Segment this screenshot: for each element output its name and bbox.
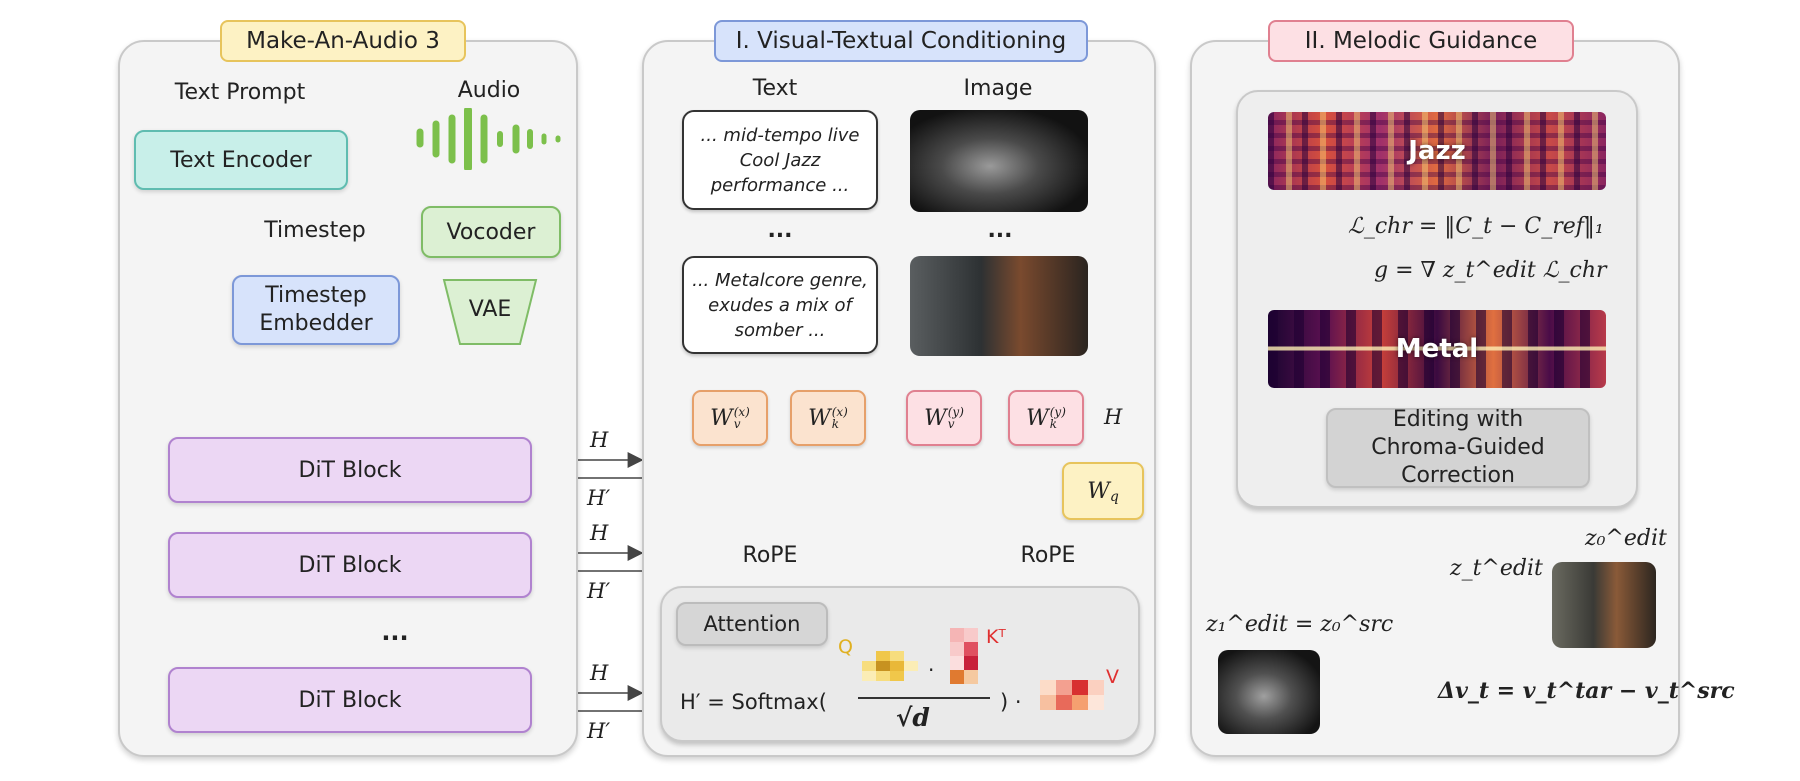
h-prime-label-2: H′ (587, 579, 611, 603)
q-matrix (862, 651, 918, 681)
prompt-metalcore: ... Metalcore genre, exudes a mix of som… (682, 256, 878, 354)
h-label-2: H (590, 521, 609, 545)
dit-block-2: DiT Block (168, 532, 532, 598)
v-matrix (1040, 680, 1104, 710)
h-prime-label-1: H′ (587, 486, 611, 510)
h-prime-label-3: H′ (587, 719, 611, 743)
panel-title-visual-textual: I. Visual-Textual Conditioning (714, 20, 1088, 62)
prompt-jazz: ... mid-tempo live Cool Jazz performance… (682, 110, 878, 210)
timestep-label: Timestep (264, 218, 366, 243)
dit-block-3: DiT Block (168, 667, 532, 733)
kt-matrix (950, 628, 978, 684)
text-header: Text (752, 76, 798, 101)
dit-ellipsis: ... (381, 618, 409, 646)
rope-label-right: RoPE (1020, 543, 1076, 568)
q-label: Q (838, 636, 853, 658)
audio-label: Audio (457, 78, 521, 103)
vae-shape (442, 279, 538, 345)
text-encoder-box: Text Encoder (134, 130, 348, 190)
dit-block-1: DiT Block (168, 437, 532, 503)
rope-label-left: RoPE (742, 543, 798, 568)
h-label-1: H (590, 428, 609, 452)
timestep-embedder-box: Timestep Embedder (232, 275, 400, 345)
text-prompt-label: Text Prompt (174, 80, 306, 105)
chroma-loss-formula: ℒ_chr = ‖C_t − C_ref‖₁ (1348, 214, 1604, 239)
v-label: V (1106, 666, 1119, 688)
w-v-y-box: W(y)v (906, 390, 982, 446)
image-header: Image (963, 76, 1033, 101)
h-label-3: H (590, 661, 609, 685)
h-input-label: H (1104, 405, 1123, 429)
panel-title-make-an-audio: Make-An-Audio 3 (220, 20, 466, 62)
metal-guitarist-image (910, 256, 1088, 356)
w-k-x-box: W(x)k (790, 390, 866, 446)
kt-label: Kᵀ (986, 626, 1006, 648)
formula-right: ) · (1000, 690, 1022, 714)
waveform-icon (416, 108, 561, 170)
attention-label: Attention (676, 602, 828, 646)
editing-chroma-box: Editing with Chroma-Guided Correction (1326, 407, 1590, 488)
panel-title-melodic-guidance: II. Melodic Guidance (1268, 20, 1574, 62)
formula-left: H′ = Softmax( (680, 690, 827, 714)
vae-label: VAE (468, 297, 512, 322)
formula-denominator: √d (896, 703, 930, 732)
gradient-formula: g = ∇ z_t^edit ℒ_chr (1374, 258, 1607, 283)
image-ellipsis: ... (987, 218, 1013, 243)
dot-operator: · (928, 658, 935, 682)
zt-label: z_t^edit (1450, 556, 1543, 581)
w-v-x-box: W(x)v (692, 390, 768, 446)
vocoder-box: Vocoder (421, 206, 561, 258)
metal-chromagram: Metal (1268, 310, 1606, 388)
jazz-chromagram: Jazz (1268, 112, 1606, 190)
z0-label: z₀^edit (1585, 526, 1667, 551)
text-ellipsis: ... (767, 218, 793, 243)
edited-image (1552, 562, 1656, 648)
z1-equation: z₁^edit = z₀^src (1206, 612, 1394, 637)
delta-velocity-formula: Δv_t = v_t^tar − v_t^src (1438, 678, 1735, 704)
source-image (1218, 650, 1320, 734)
jazz-saxophone-image (910, 110, 1088, 212)
formula-fraction-line (858, 697, 990, 699)
w-k-y-box: W(y)k (1008, 390, 1084, 446)
